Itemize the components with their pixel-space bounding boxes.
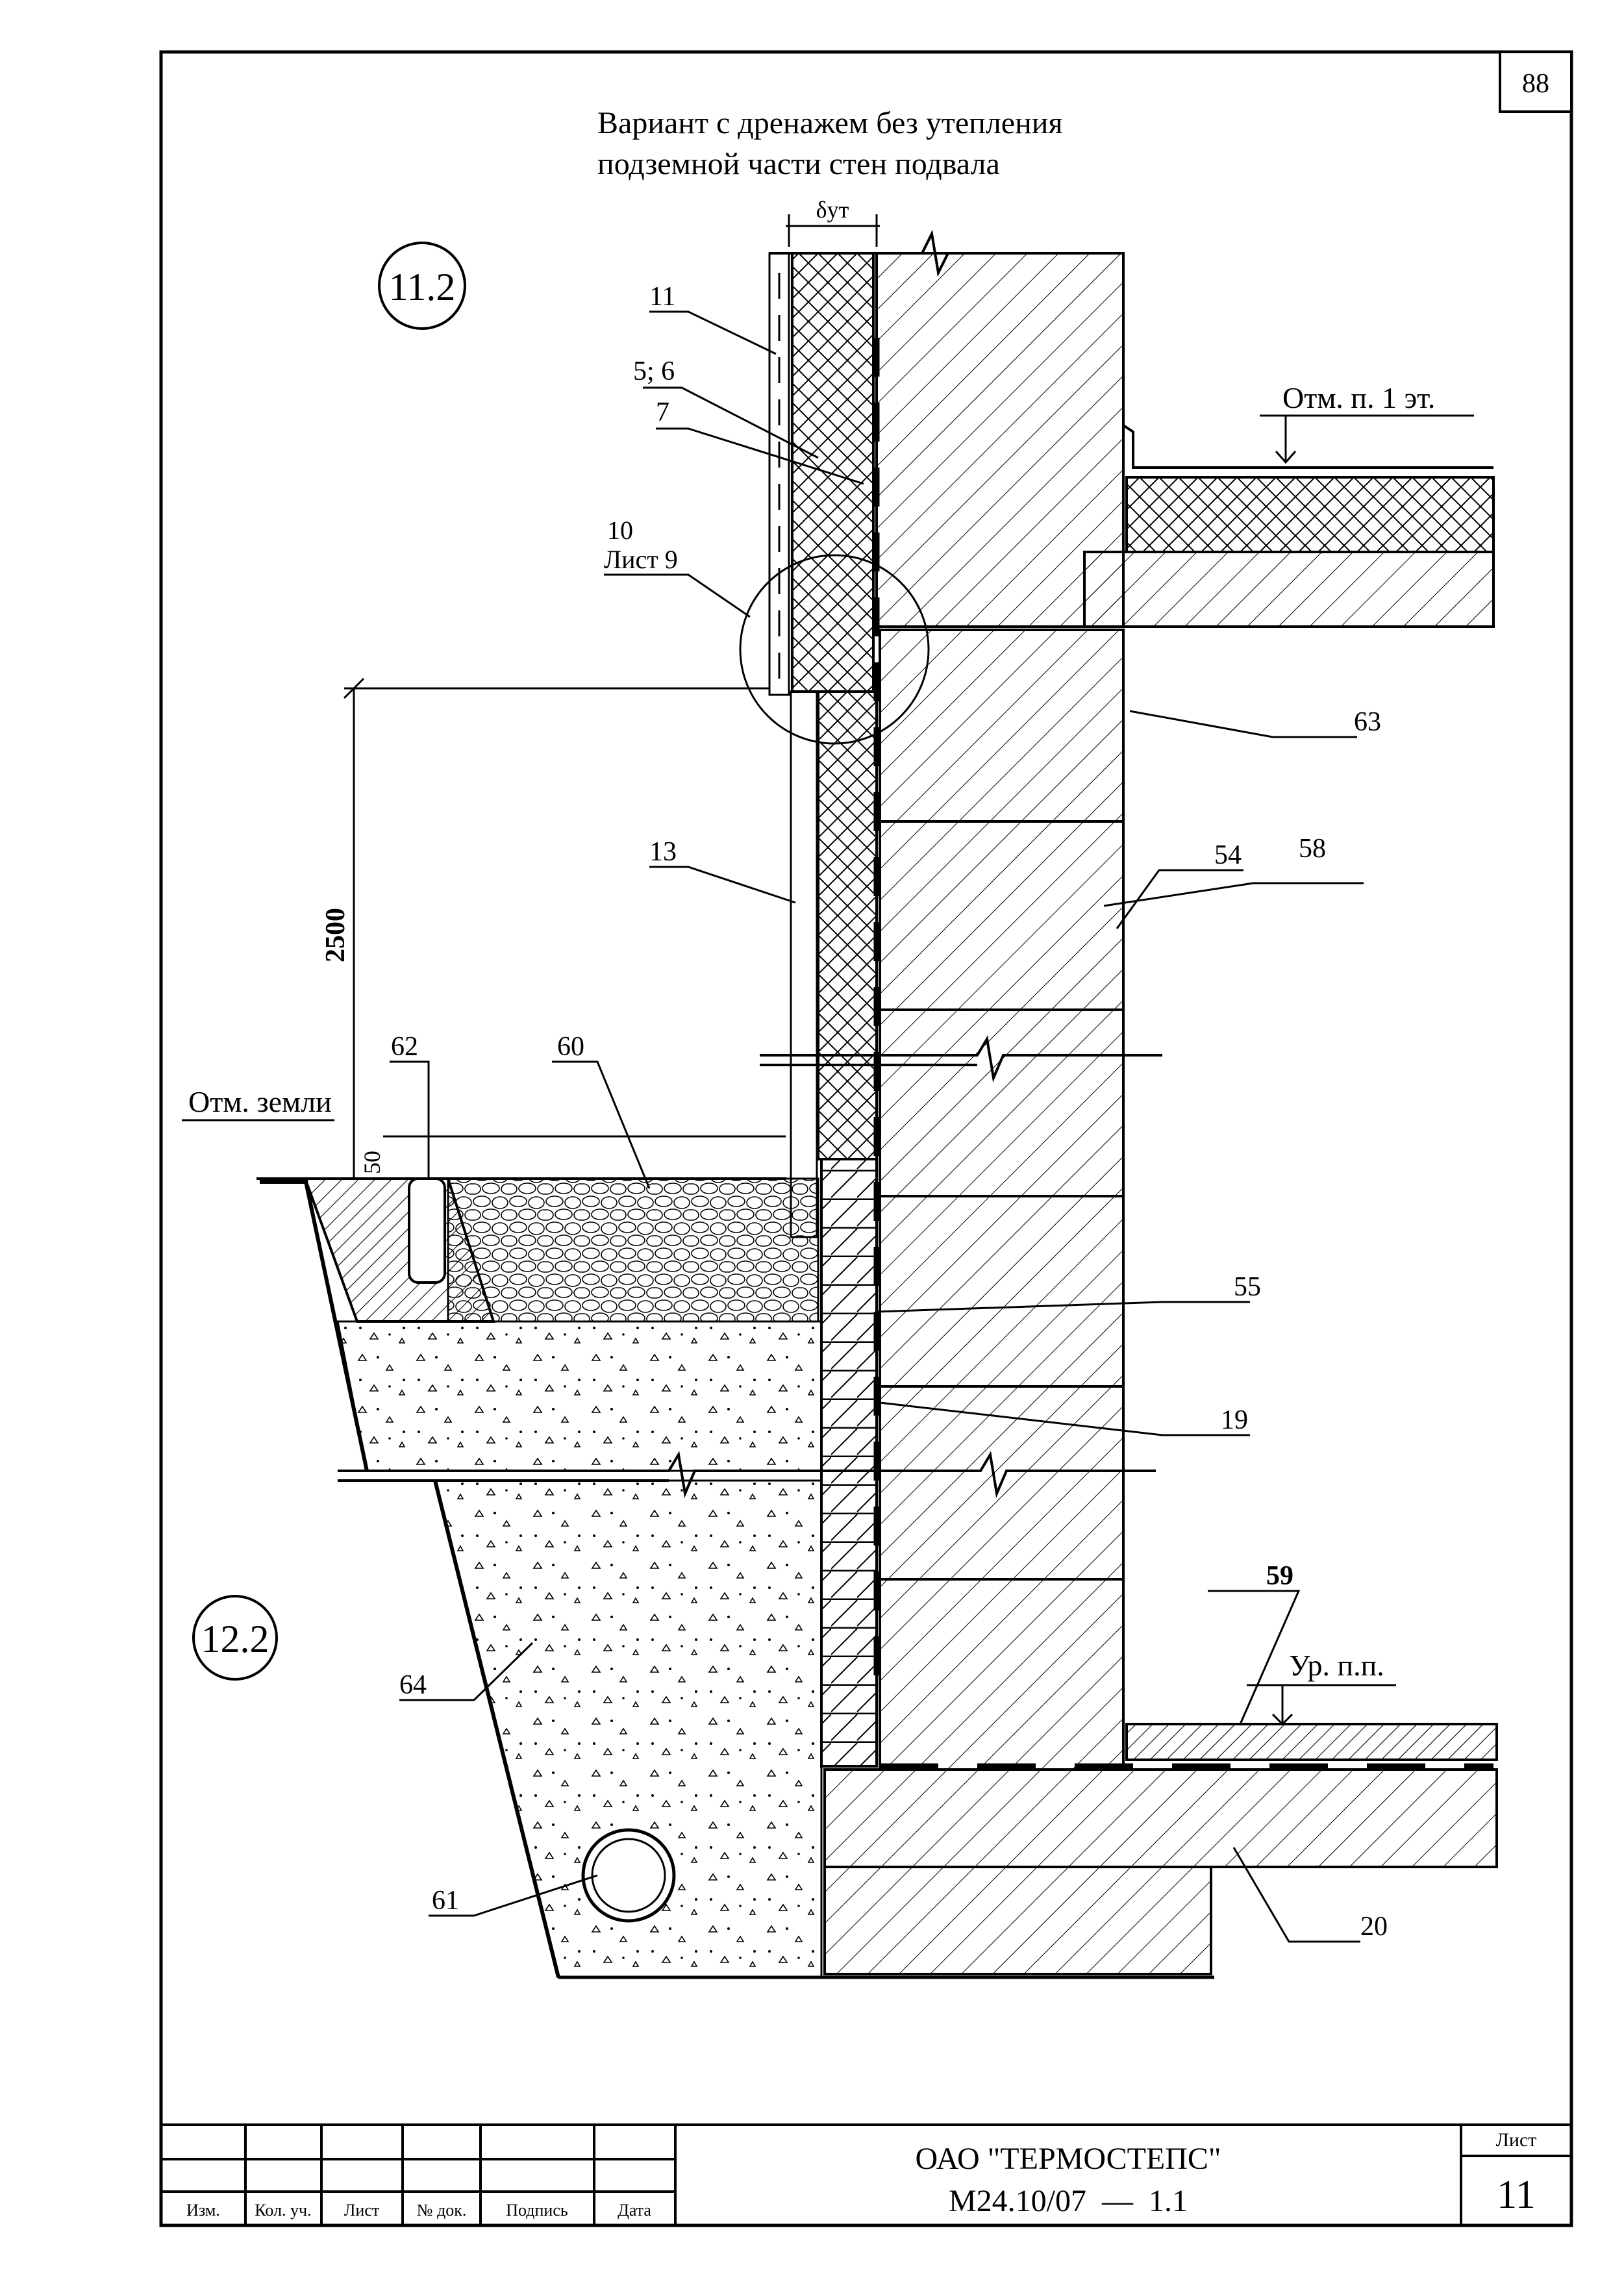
upper-wall xyxy=(875,252,1125,628)
foundation-plate-20 xyxy=(823,1768,1498,1868)
label-55: 55 xyxy=(1234,1272,1261,1302)
drawing-title-line1: Вариант с дренажем без утепления xyxy=(597,106,1063,140)
label-63: 63 xyxy=(1354,707,1381,737)
foundation-block xyxy=(823,1866,1212,1975)
label-7: 7 xyxy=(656,397,669,427)
level-floor-basement: Ур. п.п. xyxy=(1289,1649,1384,1682)
sand-fill-upper xyxy=(336,1320,823,1472)
dimension-50: 50 xyxy=(359,1151,385,1174)
gravel-layer-60 xyxy=(447,1177,819,1323)
label-13: 13 xyxy=(649,837,677,867)
insulation-thickness-label: δут xyxy=(816,197,849,223)
node-callout-top-label: 11.2 xyxy=(389,266,456,308)
node-callout-top xyxy=(378,242,466,330)
tb-sheet-number: 11 xyxy=(1497,2173,1536,2217)
label-11: 11 xyxy=(649,282,675,312)
tb-organization: ОАО "ТЕРМОСТЕПС" xyxy=(916,2142,1221,2176)
label-20: 20 xyxy=(1360,1912,1388,1942)
label-54: 54 xyxy=(1214,840,1242,870)
sheet-frame xyxy=(159,50,1573,2227)
detail-circle-10 xyxy=(739,554,930,745)
protective-sheet-13 xyxy=(790,690,818,1238)
node-callout-bottom-label: 12.2 xyxy=(201,1618,269,1660)
drain-pipe-61 xyxy=(581,1828,676,1923)
label-61: 61 xyxy=(432,1886,459,1916)
level-floor1: Отм. п. 1 эт. xyxy=(1282,381,1435,414)
leaders xyxy=(390,310,1364,1943)
label-59: 59 xyxy=(1266,1561,1293,1591)
label-58: 58 xyxy=(1299,834,1326,864)
brick-protection-19 xyxy=(820,1158,878,1768)
node-callout-bottom xyxy=(192,1595,278,1681)
label-19: 19 xyxy=(1221,1405,1248,1435)
tb-col-date: Дата xyxy=(618,2201,651,2220)
drawing-title-line2: подземной части стен подвала xyxy=(597,147,1000,181)
label-60: 60 xyxy=(557,1032,584,1062)
page-number: 88 xyxy=(1522,69,1549,99)
label-64: 64 xyxy=(399,1670,427,1700)
tb-col-kol: Кол. уч. xyxy=(255,2201,311,2220)
drain-tray-62 xyxy=(408,1177,446,1284)
label-10: 10 xyxy=(607,516,633,545)
floor-insulation xyxy=(1125,476,1495,553)
floor-slab-63 xyxy=(1083,551,1495,628)
label-10-sheet: Лист 9 xyxy=(604,545,678,574)
dimension-2500: 2500 xyxy=(321,908,351,962)
label-62: 62 xyxy=(391,1032,418,1062)
basement-wall xyxy=(879,629,1125,1771)
tb-col-list: Лист xyxy=(344,2201,379,2220)
tb-sheet-label: Лист xyxy=(1496,2129,1537,2151)
level-ground: Отм. земли xyxy=(188,1085,332,1118)
tb-col-izm: Изм. xyxy=(186,2201,220,2220)
title-block xyxy=(161,2123,1571,2225)
insulation-upper xyxy=(791,252,875,693)
tb-doc-code: М24.10/07 — 1.1 xyxy=(949,2184,1188,2218)
tb-col-doc: № док. xyxy=(417,2201,467,2220)
tb-col-sign: Подпись xyxy=(506,2201,568,2220)
label-5-6: 5; 6 xyxy=(633,357,675,386)
basement-floor-59 xyxy=(1125,1723,1498,1761)
page-number-box xyxy=(1499,51,1573,113)
block-joints xyxy=(880,820,1123,1581)
insulation-lower xyxy=(817,690,878,1160)
break-line-mid xyxy=(760,1035,1162,1083)
